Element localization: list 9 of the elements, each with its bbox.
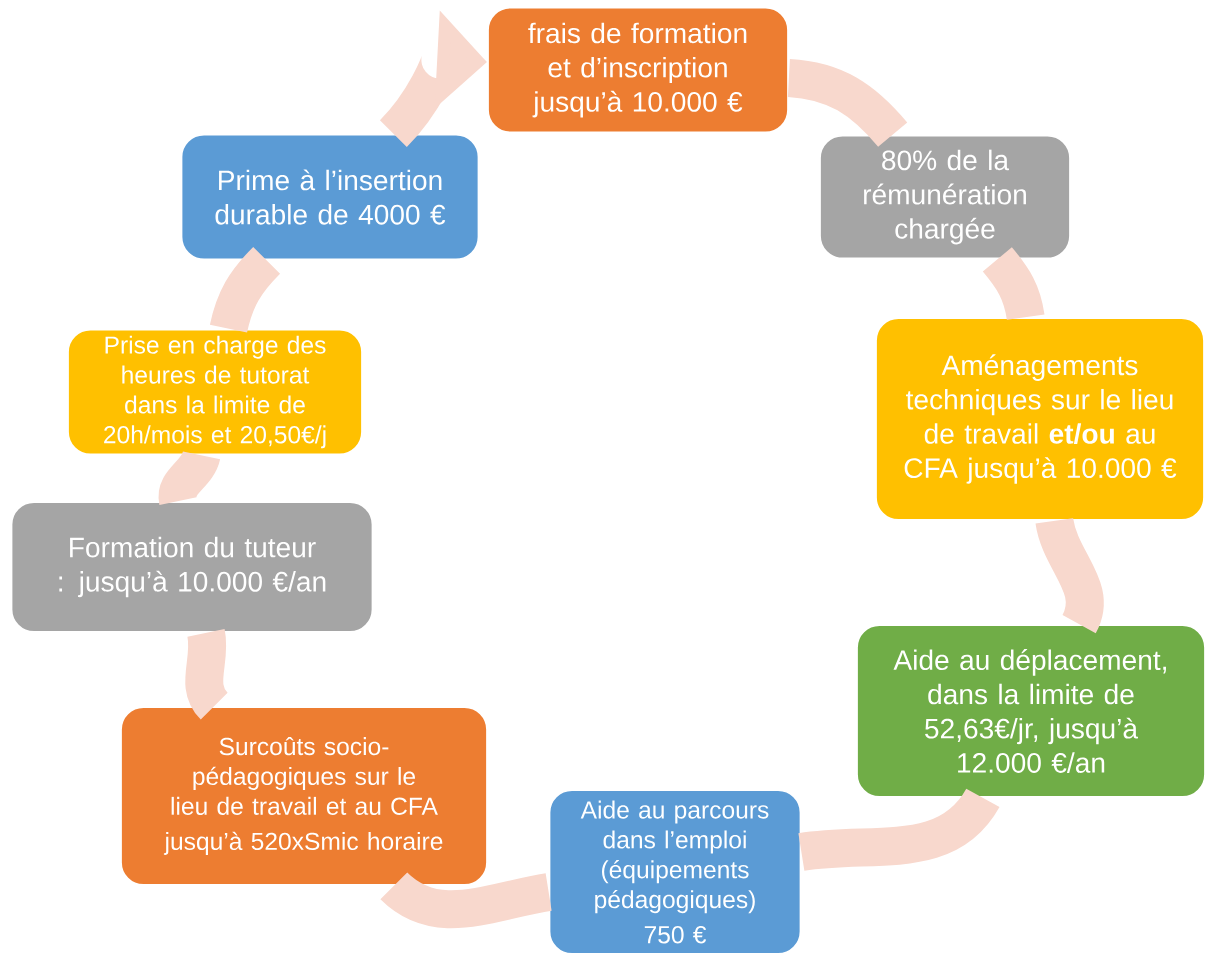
rounded-box: Aide au parcours dans l’emploi (équipements pédagogiques) 750 € [548, 789, 802, 955]
rounded-box: Prise en charge des heures de tutorat dans la limite de 20h/mois et 20,50€/j [67, 328, 363, 456]
rounded-box: Formation du tuteur : jusqu’à 10.000 €/an [10, 501, 374, 633]
rounded-box: Prime à l’insertion durable de 4000 € [180, 133, 480, 261]
rounded-box: Surcoûts socio-pédagogiques sur le lieu de travail et au CFA jusqu’à 520xSmic horaire [120, 706, 488, 886]
rounded-box: Aménagements techniques sur le lieu de travail et/ou au CFA jusqu’à 10.000 € [875, 317, 1205, 521]
rounded-box: frais de formation et d’inscription jusqu’à 10.000 € [487, 6, 789, 134]
rounded-box: Aide au déplacement, dans la limite de 52,63€/jr, jusqu’à 12.000 €/an [856, 624, 1206, 798]
rounded-box: 80% de la rémunération chargée [819, 134, 1071, 260]
